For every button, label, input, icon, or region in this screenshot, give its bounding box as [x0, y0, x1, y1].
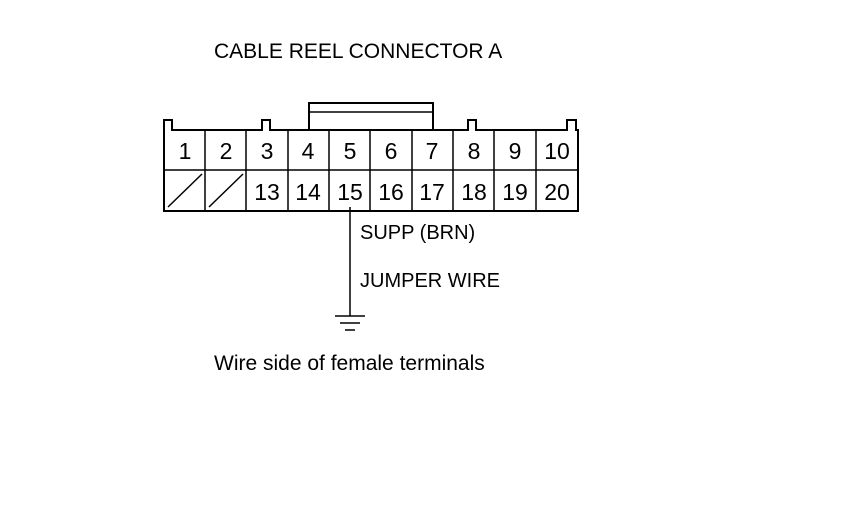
top-row-pin-labels: 1 2 3 4 5 6 7 8 9 10: [179, 138, 570, 164]
jumper-wire-label: JUMPER WIRE: [360, 270, 500, 292]
pin-label: 5: [344, 138, 357, 164]
unused-cavity-11-slash: [167, 173, 203, 208]
pin-label: 14: [295, 179, 321, 205]
diagram-caption: Wire side of female terminals: [214, 352, 485, 375]
pin-label: 20: [544, 179, 570, 205]
pin-label: 16: [378, 179, 404, 205]
pin-label: 19: [502, 179, 528, 205]
pin-label: 2: [220, 138, 233, 164]
unused-cavity-12-slash: [208, 173, 244, 208]
connector-lock-tab: [308, 102, 434, 131]
pin-label: 17: [419, 179, 445, 205]
wire-color-label: SUPP (BRN): [360, 222, 475, 244]
connector-cell-dividers: [204, 130, 537, 211]
pin-label: 18: [461, 179, 487, 205]
pin-label: 15: [337, 179, 363, 205]
pin-label: 10: [544, 138, 570, 164]
diagram-title: CABLE REEL CONNECTOR A: [214, 40, 502, 63]
pin-label: 3: [261, 138, 274, 164]
pin-label: 13: [254, 179, 280, 205]
ground-icon: [335, 315, 365, 331]
pin-label: 6: [385, 138, 398, 164]
pin-label: 4: [302, 138, 315, 164]
pin-label: 1: [179, 138, 192, 164]
connector-outline: [163, 119, 579, 212]
pin-label: 9: [509, 138, 522, 164]
pin-label: 8: [468, 138, 481, 164]
pin-label: 7: [426, 138, 439, 164]
bottom-row-pin-labels: 13 14 15 16 17 18 19 20: [254, 179, 570, 205]
